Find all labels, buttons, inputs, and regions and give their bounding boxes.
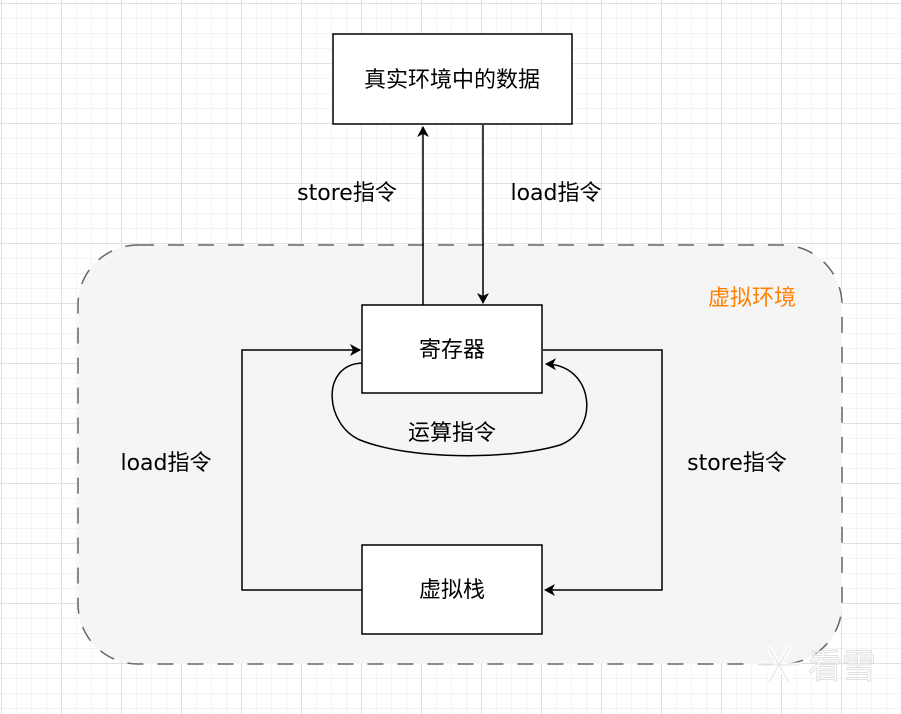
node-real-data-label: 真实环境中的数据 [364,68,540,93]
snowflake-icon [756,645,802,685]
edge-label-register-to-stack: store指令 [687,451,787,476]
edge-stack-to-register[interactable] [241,344,362,591]
self-loop-label-background [392,415,512,445]
edge-label-register-to-real: store指令 [297,181,397,206]
node-register[interactable]: 寄存器 [361,304,543,394]
watermark: 看雪 [756,645,877,688]
node-virtual-stack[interactable]: 虚拟栈 [361,544,543,635]
node-real-data[interactable]: 真实环境中的数据 [332,33,573,125]
node-register-label: 寄存器 [419,338,485,363]
edge-label-register-self-loop: 运算指令 [408,421,496,446]
edge-register-self-loop[interactable] [331,358,588,457]
node-virtual-stack-label: 虚拟栈 [419,578,485,603]
edge-register-to-stack[interactable] [543,349,663,596]
edge-label-stack-to-register: load指令 [120,451,211,476]
watermark-text: 看雪 [808,647,876,687]
edge-label-real-to-register: load指令 [510,181,601,206]
virtual-environment-label: 虚拟环境 [708,286,796,311]
